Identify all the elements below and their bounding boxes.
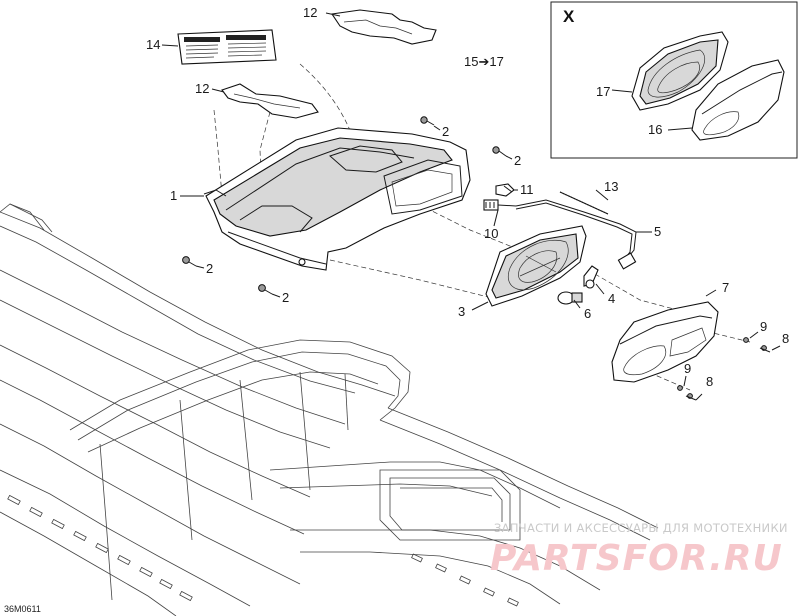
screw-bottom — [258, 284, 273, 295]
callout-17: 17 — [596, 84, 610, 99]
watermark-brand: PARTSFOR.RU — [490, 538, 783, 579]
watermark: ЗАПЧАСТИ И АКСЕССУАРЫ ДЛЯ МОТОТЕХНИКИ PA… — [490, 521, 788, 579]
callout-13: 13 — [604, 179, 618, 194]
inset-reflector — [631, 31, 729, 111]
figure-code: 36M0611 — [4, 604, 41, 614]
inset-label: X — [563, 7, 575, 26]
connector — [483, 199, 517, 211]
bulb-socket — [583, 265, 599, 289]
callout-9-lower: 9 — [684, 361, 691, 376]
reflector-plate — [485, 225, 587, 307]
callout-2-bottom: 2 — [282, 290, 289, 305]
screw-top — [420, 116, 435, 126]
callout-9-right: 9 — [760, 319, 767, 334]
callout-3: 3 — [458, 304, 465, 319]
callout-2-right: 2 — [514, 153, 521, 168]
taillight-base — [203, 127, 471, 271]
callout-4: 4 — [608, 291, 615, 306]
callout-1: 1 — [170, 188, 177, 203]
hardware-small — [677, 337, 771, 401]
callout-11: 11 — [520, 182, 534, 197]
screw-right — [492, 146, 507, 157]
callout-8-right: 8 — [782, 331, 789, 346]
gasket-upper — [331, 9, 437, 45]
wire-conduit — [559, 191, 609, 215]
callout-14: 14 — [146, 37, 160, 52]
callout-2-top: 2 — [442, 124, 449, 139]
range-note: 15➔17 — [464, 54, 504, 69]
callout-10: 10 — [484, 226, 498, 241]
screws — [182, 116, 507, 295]
gasket-lower — [221, 83, 319, 119]
callout-16: 16 — [648, 122, 662, 137]
leader-lines — [161, 12, 781, 401]
connector-clip — [495, 183, 515, 197]
callout-6: 6 — [584, 306, 591, 321]
inset-box — [550, 1, 798, 159]
screw-left — [182, 256, 197, 267]
vehicle-frame — [0, 203, 659, 616]
warning-label — [177, 29, 277, 65]
watermark-caption: ЗАПЧАСТИ И АКСЕССУАРЫ ДЛЯ МОТОТЕХНИКИ — [494, 521, 788, 535]
callout-12-lower: 12 — [195, 81, 209, 96]
callout-7: 7 — [722, 280, 729, 295]
taillight-lens — [611, 301, 719, 383]
bulb — [557, 291, 583, 305]
callout-12-upper: 12 — [303, 5, 317, 20]
callouts: 12 14 12 2 2 1 11 13 10 5 2 2 3 4 6 7 9 … — [4, 5, 789, 614]
inset-lens — [691, 59, 785, 141]
callout-5: 5 — [654, 224, 661, 239]
callout-8-lower: 8 — [706, 374, 713, 389]
callout-2-left: 2 — [206, 261, 213, 276]
wire-harness — [515, 199, 637, 270]
